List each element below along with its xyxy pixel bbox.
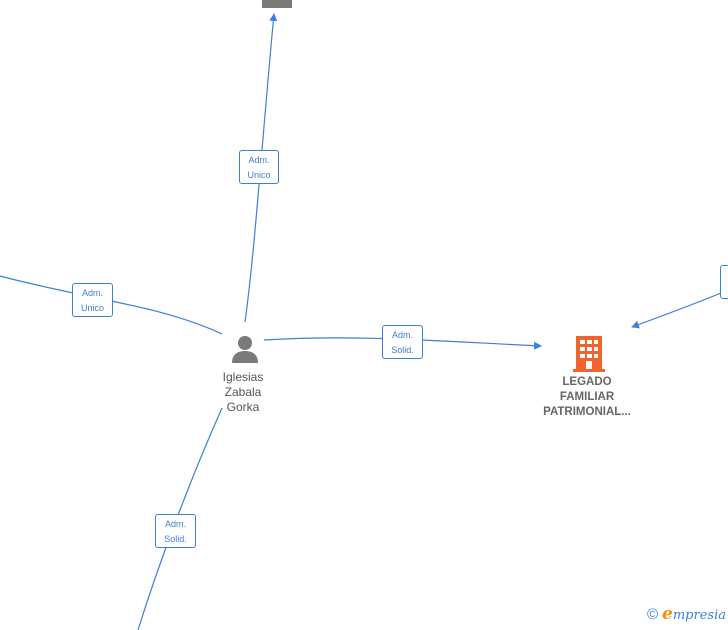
brand-logo: empresia	[662, 604, 726, 624]
brand-footer: © empresia	[647, 604, 726, 624]
role-line: Adm.	[81, 288, 103, 298]
edge-from-left	[0, 275, 223, 335]
person-name[interactable]: Iglesias Zabala Gorka	[203, 370, 283, 415]
company-name[interactable]: LEGADO FAMILIAR PATRIMONIAL...	[532, 375, 642, 420]
role-line: Unico	[247, 170, 271, 180]
building-icon[interactable]	[262, 0, 292, 8]
name-line: FAMILIAR	[559, 391, 615, 403]
role-badge-main[interactable]: Adm. Solid.	[382, 325, 423, 359]
building-icon[interactable]	[573, 336, 605, 372]
role-line: Solid.	[164, 534, 187, 544]
name-line: LEGADO	[562, 376, 612, 388]
role-line: Unico	[80, 303, 104, 313]
role-badge-bottom[interactable]: Adm. Solid.	[155, 514, 196, 548]
role-line: Adm.	[248, 155, 270, 165]
role-line: Adm.	[391, 330, 413, 340]
copyright-icon: ©	[646, 605, 659, 623]
role-line: Adm.	[164, 519, 186, 529]
role-badge-top[interactable]: Adm. Unico	[239, 150, 279, 184]
name-line: Gorka	[226, 400, 260, 414]
name-line: Iglesias	[222, 370, 264, 384]
role-badge-left[interactable]: Adm. Unico	[72, 283, 113, 317]
edge-to-top-company	[244, 13, 278, 323]
name-line: Zabala	[224, 385, 262, 399]
name-line: PATRIMONIAL...	[543, 406, 631, 418]
edge-from-right	[631, 289, 728, 329]
person-icon[interactable]	[230, 334, 260, 364]
role-line: Solid.	[391, 345, 414, 355]
role-badge-right-partial[interactable]	[720, 265, 728, 299]
